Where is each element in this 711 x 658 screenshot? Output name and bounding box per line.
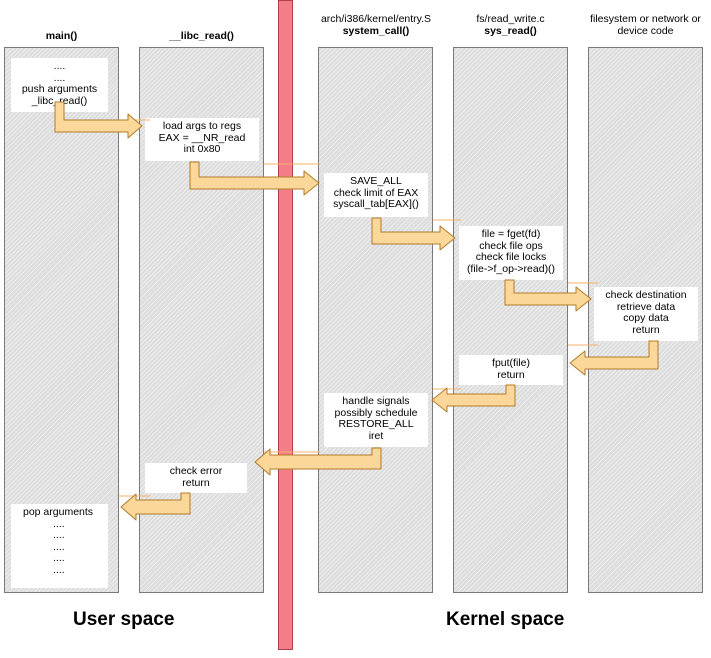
box-main-push-line: .... (53, 71, 66, 84)
column-main (4, 47, 119, 593)
user-space-label: User space (73, 609, 175, 630)
box-syscall-save-line: check limit of EAX (333, 186, 419, 199)
box-syscall-handle-line: iret (368, 429, 384, 442)
box-libc-check-line: return (182, 476, 210, 489)
box-fs-check-line: copy data (623, 312, 669, 324)
header-libc-read-title: __libc_read() (169, 30, 234, 42)
arrow-sysread-to-fs (504, 279, 592, 312)
box-syscall-save-line: syscall_tab[EAX]() (333, 198, 419, 210)
header-sys-read-title: sys_read() (484, 25, 537, 37)
box-main-pop-line: .... (53, 517, 65, 530)
header-filesystem-line2: device code (617, 25, 674, 37)
column-sys-read (453, 47, 568, 593)
box-fs-check-line: return (632, 323, 660, 336)
box-fs-check-line: retrieve data (616, 300, 676, 313)
arrow-sysread-to-syscall (431, 384, 516, 413)
arrow-syscall-to-sysread (371, 217, 456, 251)
arrow-main-to-libc (54, 101, 143, 139)
box-sysread-file-line: file = fget(fd) (481, 228, 541, 240)
box-main-pop-line: .... (53, 552, 65, 564)
user-kernel-divider (278, 0, 293, 650)
box-main-pop-line: .... (53, 529, 65, 541)
box-main-pop: pop arguments .... .... .... .... .... (11, 504, 108, 588)
header-sys-read-path: fs/read_write.c (476, 13, 545, 25)
header-system-call-path: arch/i386/kernel/entry.S (320, 13, 432, 25)
header-libc-read: __libc_read() (139, 30, 264, 42)
box-sysread-file-line: check file locks (475, 251, 547, 263)
box-main-push-line: .... (53, 60, 66, 72)
box-sysread-file: file = fget(fd) check file ops check fil… (459, 226, 563, 280)
box-libc-load-line: EAX = __NR_read (158, 131, 246, 144)
header-system-call-title: system_call() (342, 25, 410, 37)
box-libc-check-line: check error (169, 465, 223, 477)
arrow-libc-to-syscall (189, 161, 320, 196)
arrow-fs-to-sysread (569, 340, 659, 376)
column-system-call (318, 47, 433, 593)
arrow-libc-to-main (120, 492, 191, 521)
box-libc-check: check error return (145, 463, 247, 493)
box-sysread-file-line: (file->f_op->read)() (466, 262, 556, 275)
box-syscall-save-line: SAVE_ALL (350, 175, 402, 187)
box-fs-check-line: check destination (605, 289, 687, 301)
header-main-title: main() (45, 30, 78, 42)
kernel-space-label: Kernel space (446, 609, 565, 630)
box-main-push-line: push arguments (21, 83, 98, 95)
box-libc-load-line: int 0x80 (183, 143, 221, 155)
box-libc-load-line: load args to regs (162, 120, 242, 132)
box-main-pop-line: pop arguments (23, 506, 94, 518)
header-sys-read: fs/read_write.c sys_read() (453, 13, 568, 37)
box-syscall-handle-line: handle signals (342, 395, 410, 407)
header-main: main() (4, 30, 119, 42)
box-sysread-fput-line: fput(file) (492, 357, 530, 369)
arrow-syscall-to-libc (254, 447, 382, 476)
box-syscall-handle-line: possibly schedule (334, 406, 418, 419)
box-libc-load: load args to regs EAX = __NR_read int 0x… (145, 118, 259, 161)
header-filesystem: filesystem or network or device code (578, 13, 711, 37)
box-main-push-line: _libc_read() (31, 94, 88, 107)
box-fs-check: check destination retrieve data copy dat… (594, 287, 698, 341)
box-syscall-handle-line: RESTORE_ALL (338, 418, 414, 430)
header-filesystem-line1: filesystem or network or (590, 13, 701, 25)
header-system-call: arch/i386/kernel/entry.S system_call() (306, 13, 446, 37)
box-main-pop-line: .... (53, 540, 65, 553)
box-syscall-handle: handle signals possibly schedule RESTORE… (324, 393, 428, 447)
box-sysread-fput-line: return (497, 368, 525, 381)
box-sysread-fput: fput(file) return (459, 355, 563, 385)
box-main-pop-line: .... (53, 563, 65, 576)
box-sysread-file-line: check file ops (479, 239, 543, 252)
box-syscall-save: SAVE_ALL check limit of EAX syscall_tab[… (324, 173, 428, 217)
